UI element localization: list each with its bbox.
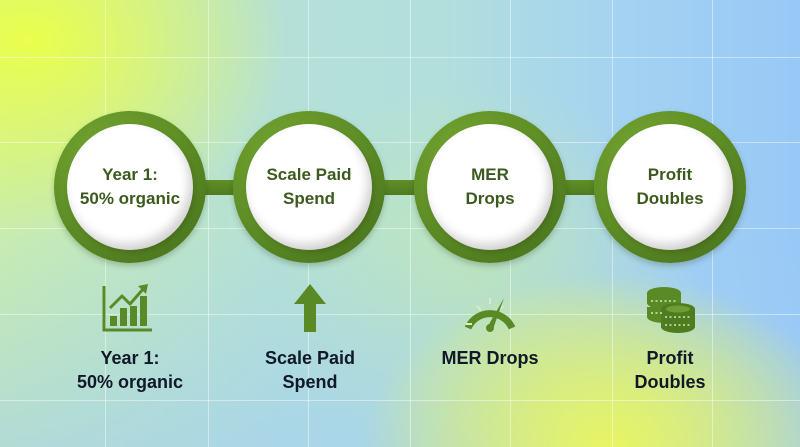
step-node-3: MER Drops <box>414 111 566 263</box>
grid-line <box>0 400 800 401</box>
step-node-title-line2: Doubles <box>636 189 704 208</box>
step-label-3: MER Drops <box>400 346 580 370</box>
step-label-1: Year 1: 50% organic <box>40 346 220 394</box>
step-label-line2: 50% organic <box>76 372 184 392</box>
step-label-line1: Year 1: <box>100 348 160 368</box>
step-label-4: Profit Doubles <box>580 346 760 394</box>
bar-chart-growth-icon <box>102 284 152 332</box>
coin-stack-icon <box>647 287 695 333</box>
step-label-line1: Scale Paid <box>264 348 356 368</box>
step-label-line2: Spend <box>282 372 338 392</box>
step-node-2: Scale Paid Spend <box>233 111 385 263</box>
step-node-title-line2: 50% organic <box>79 189 181 208</box>
grid-line <box>0 57 800 58</box>
step-node-title-line2: Drops <box>465 189 515 208</box>
step-node-title-line1: MER <box>471 165 509 184</box>
step-node-face: MER Drops <box>427 124 553 250</box>
grid-line <box>410 0 411 447</box>
step-label-line2: Doubles <box>634 372 706 392</box>
step-node-title-line1: Year 1: <box>102 165 158 184</box>
step-node-title-line1: Scale Paid <box>266 165 352 184</box>
step-node-face: Profit Doubles <box>607 124 733 250</box>
step-label-2: Scale Paid Spend <box>220 346 400 394</box>
step-node-1: Year 1: 50% organic <box>54 111 206 263</box>
background-wash <box>0 230 800 447</box>
step-node-title-line1: Profit <box>647 165 693 184</box>
timeline-connector <box>130 180 670 195</box>
step-label-line1: Profit <box>646 348 694 368</box>
speedometer-icon <box>464 298 516 332</box>
arrow-up-icon <box>294 284 326 332</box>
step-label-line1: MER Drops <box>441 348 539 368</box>
step-node-face: Year 1: 50% organic <box>67 124 193 250</box>
step-node-4: Profit Doubles <box>594 111 746 263</box>
step-node-title-line2: Spend <box>283 189 335 208</box>
step-node-face: Scale Paid Spend <box>246 124 372 250</box>
